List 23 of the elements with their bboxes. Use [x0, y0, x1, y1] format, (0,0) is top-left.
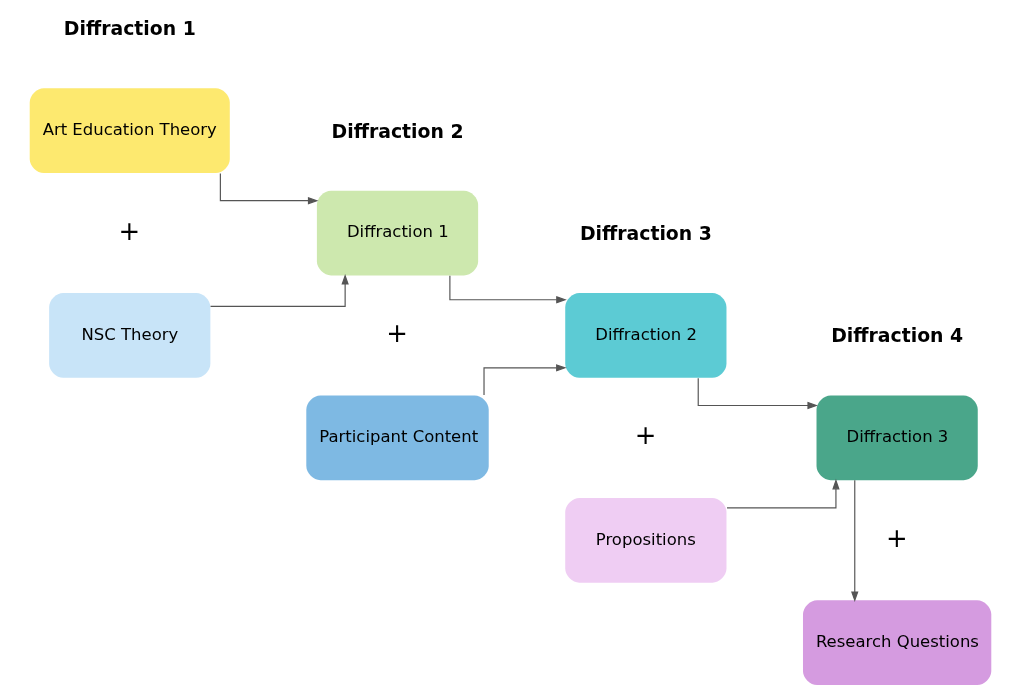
label: +: [885, 522, 908, 553]
label: Diffraction 3: [579, 222, 712, 244]
node-box: Research Questions: [802, 600, 991, 685]
node-box: Diffraction 2: [564, 293, 726, 378]
arrow: [850, 479, 858, 603]
node-box: Diffraction 3: [816, 395, 978, 481]
node-box: Propositions: [564, 497, 726, 583]
label: +: [118, 215, 140, 246]
label: Diffraction 1: [63, 18, 196, 40]
arrow: [725, 478, 840, 509]
node-box: Diffraction 1: [316, 190, 478, 276]
node-box: NSC Theory: [48, 293, 210, 378]
label: Diffraction 2: [331, 120, 464, 142]
node-box: Art Education Theory: [29, 88, 230, 174]
label: +: [634, 420, 656, 451]
arrow: [697, 377, 818, 410]
arrow: [219, 172, 318, 205]
label: Diffraction 4: [830, 325, 963, 347]
node-box: Participant Content: [305, 395, 489, 481]
label: +: [385, 318, 408, 349]
arrow: [209, 273, 349, 307]
arrow: [482, 364, 567, 396]
arrow: [448, 275, 567, 304]
